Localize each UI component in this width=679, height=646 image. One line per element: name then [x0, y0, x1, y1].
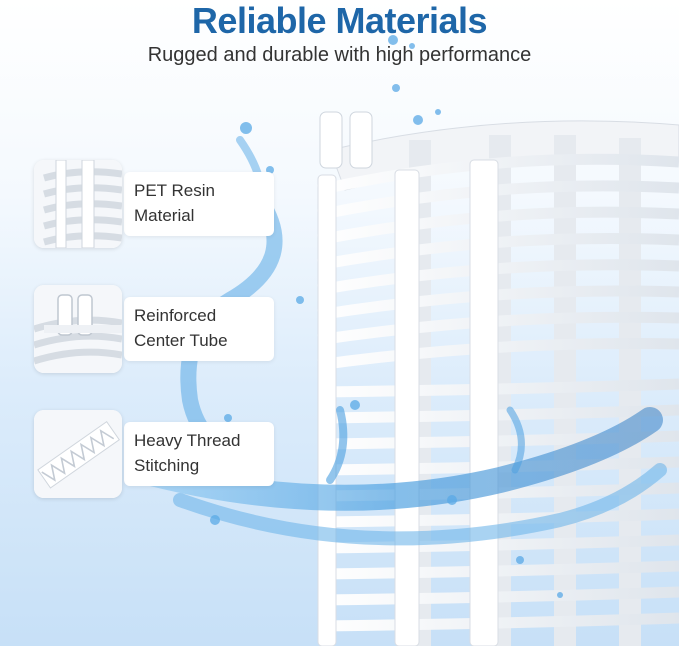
feature-center-tube: Reinforced Center Tube — [34, 285, 276, 373]
feature-label: Reinforced Center Tube — [134, 306, 228, 350]
filter-cage — [316, 111, 679, 646]
feature-label: Heavy Thread Stitching — [134, 431, 241, 475]
feature-pet-resin: PET Resin Material — [34, 160, 276, 248]
feature-card: PET Resin Material — [124, 172, 274, 236]
page-title: Reliable Materials — [191, 0, 488, 41]
center-tube-icon — [34, 285, 122, 373]
pet-resin-icon — [34, 160, 122, 248]
feature-card: Heavy Thread Stitching — [124, 422, 274, 486]
feature-card: Reinforced Center Tube — [124, 297, 274, 361]
center-tube — [319, 111, 373, 169]
feature-label: PET Resin Material — [134, 181, 215, 225]
page-subtitle: Rugged and durable with high performance — [147, 44, 532, 66]
stitching-icon — [34, 410, 122, 498]
water-droplets — [210, 35, 563, 598]
feature-stitching: Heavy Thread Stitching — [34, 410, 276, 498]
